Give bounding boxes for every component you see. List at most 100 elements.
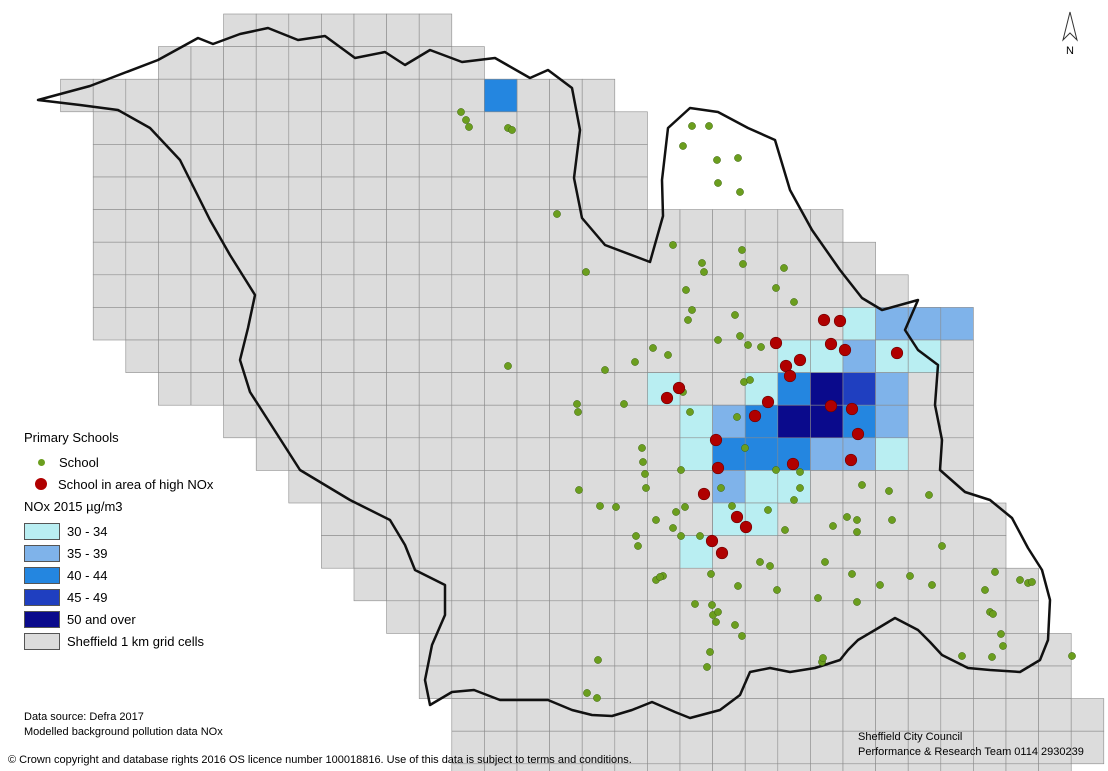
grid-cell: [92, 274, 127, 308]
grid-cell: [744, 698, 779, 732]
school-marker: [696, 532, 704, 540]
school-marker: [681, 503, 689, 511]
grid-cell: [549, 763, 583, 771]
grid-cell: [223, 111, 257, 145]
nox-cell: [875, 372, 909, 406]
school-marker: [707, 570, 715, 578]
grid-cell: [581, 144, 616, 178]
grid-cell: [255, 209, 290, 243]
grid-cell: [614, 339, 648, 373]
school-marker: [731, 621, 739, 629]
school-marker: [688, 122, 696, 130]
grid-cell: [321, 241, 355, 276]
school-marker: [620, 400, 628, 408]
grid-cell: [451, 535, 485, 569]
nox-cell: [875, 437, 909, 471]
grid-cell: [484, 600, 518, 634]
grid-cell: [973, 535, 1007, 569]
school-marker: [843, 513, 851, 521]
grid-cell: [125, 176, 159, 210]
grid-cell: [158, 209, 192, 243]
grid-cell: [125, 274, 159, 308]
grid-cell: [647, 600, 681, 634]
school-marker: [728, 502, 736, 510]
school-marker: [508, 126, 516, 134]
grid-cell: [418, 78, 453, 113]
grid-cell: [777, 698, 811, 732]
school-marker: [853, 528, 861, 536]
grid-cell: [614, 111, 648, 145]
school-marker: [925, 491, 933, 499]
grid-cell: [549, 600, 583, 634]
grid-cell: [907, 502, 942, 536]
grid-cell: [386, 176, 420, 210]
grid-cell: [581, 404, 616, 439]
school-marker: [906, 572, 914, 580]
school-marker: [639, 458, 647, 466]
grid-cell: [125, 307, 159, 341]
school-marker: [669, 241, 677, 249]
grid-cell: [255, 372, 290, 406]
grid-cell: [418, 13, 453, 47]
school-high-marker: [890, 346, 904, 360]
school-marker: [731, 311, 739, 319]
grid-cell: [288, 437, 322, 471]
legend-row-school-high: School in area of high NOx: [24, 473, 324, 495]
school-marker: [656, 573, 664, 581]
grid-cell: [255, 78, 290, 113]
school-marker: [734, 582, 742, 590]
grid-cell: [516, 307, 550, 341]
grid-cell: [907, 698, 942, 732]
grid-cell: [647, 763, 681, 771]
data-source-line2: Modelled background pollution data NOx: [24, 726, 223, 738]
grid-cell: [451, 339, 485, 373]
grid-cell: [1005, 633, 1039, 667]
grid-cell: [353, 535, 387, 569]
nox-cell: [744, 470, 779, 504]
grid-cell: [907, 567, 942, 602]
grid-cell: [451, 470, 485, 504]
grid-cell: [940, 698, 974, 732]
grid-cell: [679, 339, 713, 373]
grid-cell: [516, 274, 550, 308]
school-marker: [739, 260, 747, 268]
grid-cell: [288, 78, 322, 113]
grid-cell: [712, 730, 746, 765]
grid-cell: [223, 144, 257, 178]
grid-cell: [255, 111, 290, 145]
school-marker: [756, 558, 764, 566]
grid-cell: [712, 209, 746, 243]
grid-cell: [516, 339, 550, 373]
grid-cell: [386, 209, 420, 243]
grid-cell: [907, 437, 942, 471]
nox-cell: [679, 437, 713, 471]
grid-cell: [321, 111, 355, 145]
band-label: 45 - 49: [67, 589, 108, 605]
grid-cell: [516, 600, 550, 634]
grid-cell: [614, 372, 648, 406]
school-marker: [706, 648, 714, 656]
school-marker: [717, 484, 725, 492]
grid-cell: [810, 470, 844, 504]
legend-row-school: School: [24, 451, 324, 473]
grid-cell: [907, 665, 942, 699]
nox-cell: [744, 437, 779, 471]
school-marker: [664, 351, 672, 359]
grid-cell: [418, 209, 453, 243]
school-marker: [757, 343, 765, 351]
grid-cell: [614, 502, 648, 536]
grid-cell: [516, 404, 550, 439]
school-high-marker: [824, 399, 838, 413]
grid-cell: [973, 633, 1007, 667]
school-marker: [938, 542, 946, 550]
school-marker: [700, 268, 708, 276]
school-marker: [672, 508, 680, 516]
grid-cell: [875, 763, 909, 771]
grid-cell: [744, 209, 779, 243]
grid-cell: [810, 763, 844, 771]
grid-cell: [516, 665, 550, 699]
grid-cell: [842, 535, 876, 569]
school-high-marker: [730, 510, 744, 524]
grid-cell: [353, 274, 387, 308]
grid-cell: [581, 274, 616, 308]
